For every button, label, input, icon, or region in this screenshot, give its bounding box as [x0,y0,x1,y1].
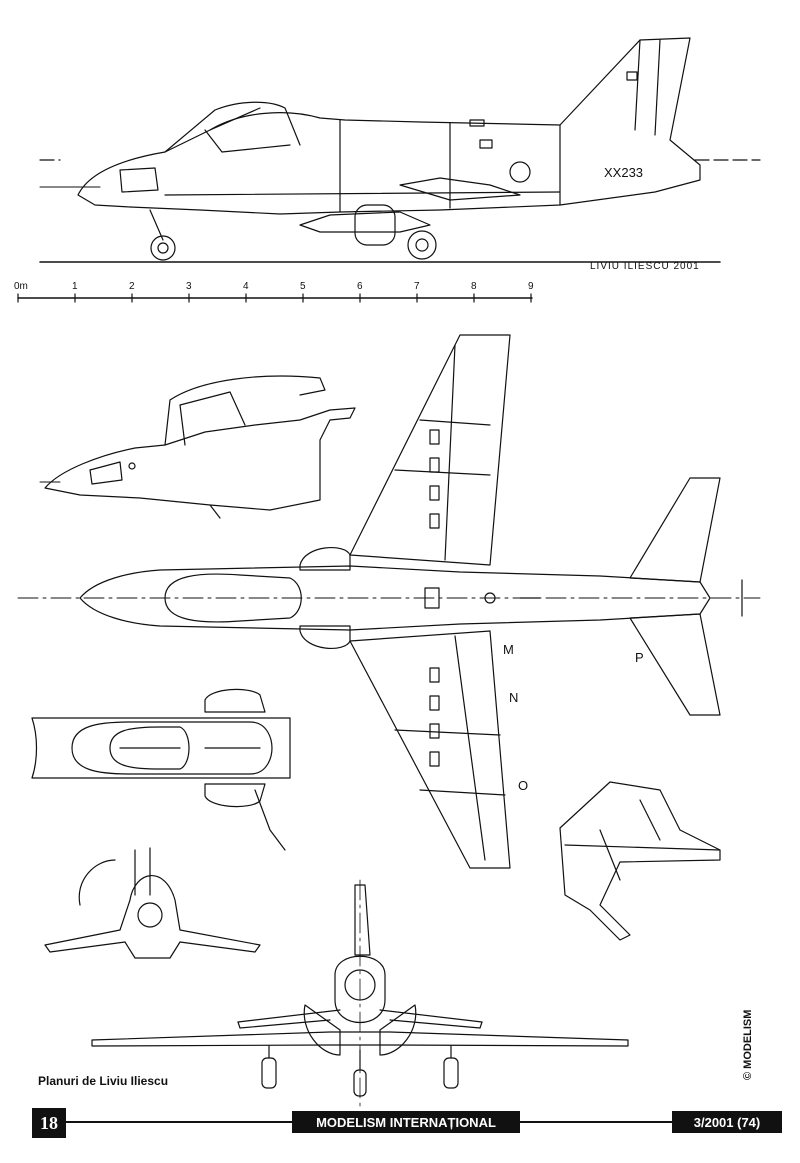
scale-bar [17,293,533,303]
section-mark: O [518,778,529,793]
page-number: 18 [32,1108,66,1138]
front-detail-view [44,847,261,959]
scale-tick-label: 9 [528,281,534,292]
scale-tick-label: 2 [129,281,135,292]
scale-tick-label: 5 [300,281,306,292]
scale-tick-label: 0m [14,281,28,292]
tail-detail-view [559,781,721,941]
scale-tick-label: 7 [414,281,420,292]
scale-tick-label: 3 [186,281,192,292]
scale-tick-label: 1 [72,281,78,292]
scale-tick-label: 6 [357,281,363,292]
issue-number: 3/2001 (74) [672,1111,782,1133]
side-view [39,37,761,263]
draughtsman-credit: LIVIU ILIESCU 2001 [590,261,700,272]
scale-tick-label: 8 [471,281,477,292]
plans-credit: Planuri de Liviu Iliescu [38,1074,169,1088]
plan-view [17,334,761,869]
section-mark: M [503,642,514,657]
scale-tick-label: 4 [243,281,249,292]
page-footer: 18 MODELISM INTERNAȚIONAL 3/2001 (74) [0,1108,800,1138]
cockpit-detail-view [31,688,291,851]
canopy-open-view [39,375,356,519]
section-mark: N [509,690,519,705]
front-view [91,879,629,1111]
aircraft-code: XX233 [604,165,643,180]
magazine-title: MODELISM INTERNAȚIONAL [292,1111,520,1133]
copyright-notice: © MODELISM [742,1009,754,1080]
section-mark: P [635,650,644,665]
